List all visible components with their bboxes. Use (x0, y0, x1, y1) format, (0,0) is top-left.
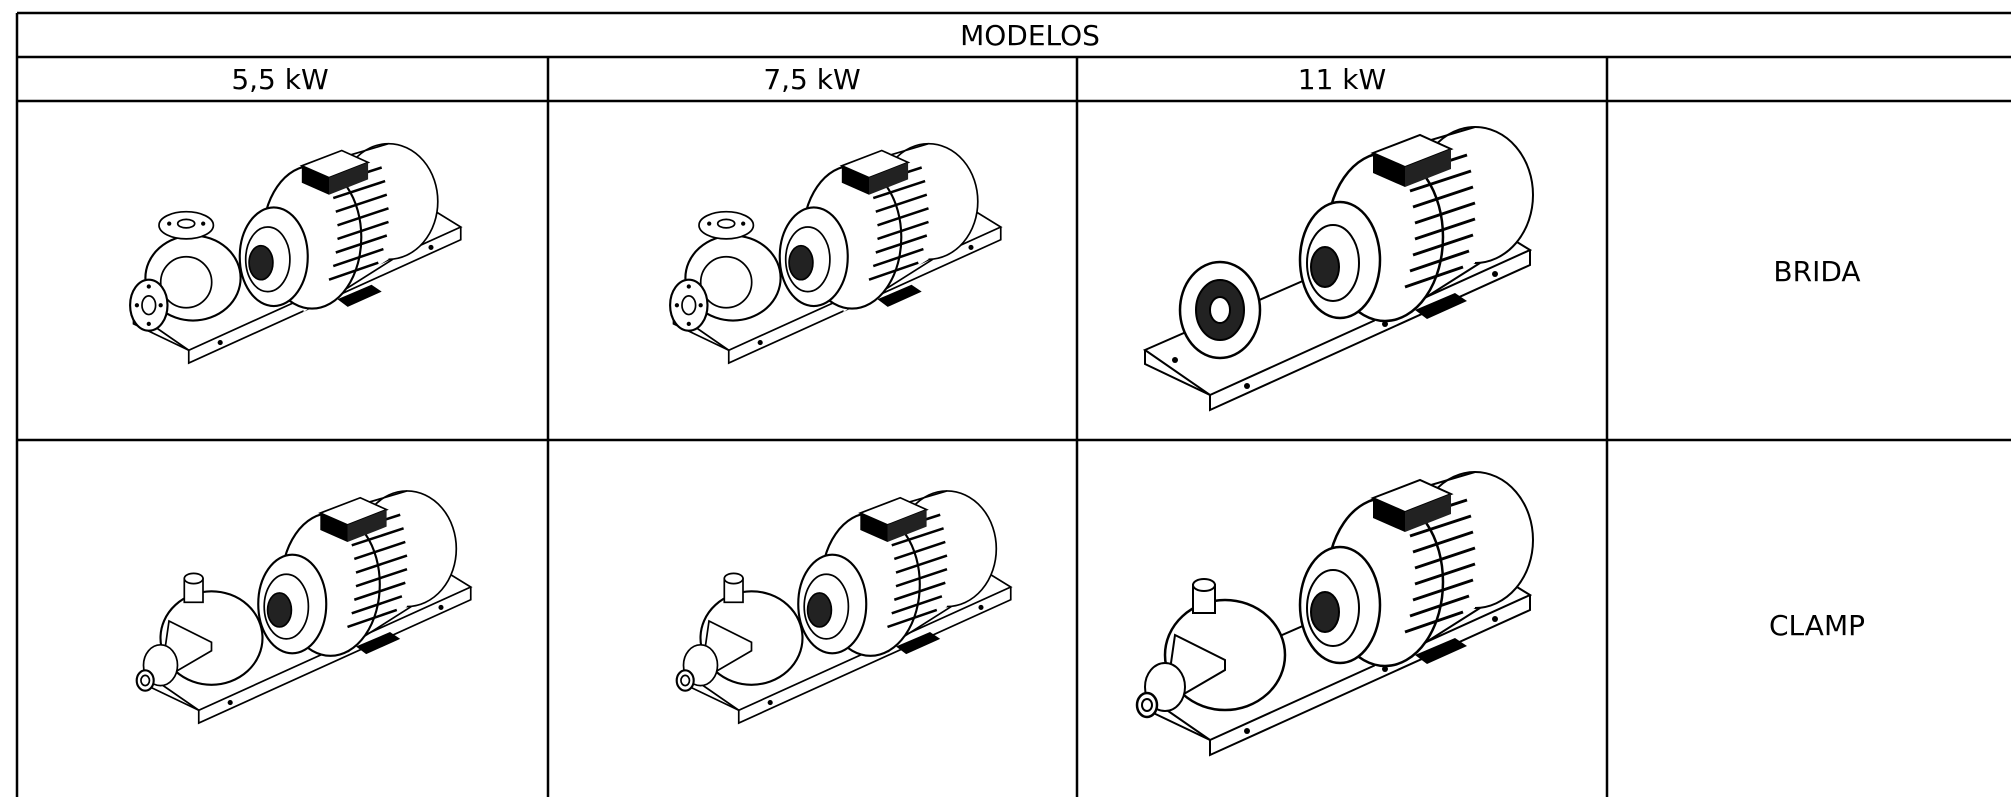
pump-brida-5-5kw (129, 142, 462, 364)
column-header-7-5kw: 7,5 kW (763, 63, 860, 96)
column-header-5-5kw: 5,5 kW (231, 63, 328, 96)
pump-brida-7-5kw (669, 142, 1002, 364)
row-label-brida: BRIDA (1773, 255, 1860, 288)
table-grid (15, 11, 2011, 797)
row-label-clamp: CLAMP (1769, 609, 1865, 642)
pump-brida-11kw (1144, 125, 1535, 411)
pump-clamp-11kw (1135, 470, 1535, 756)
pump-clamp-7-5kw (675, 489, 1012, 724)
table-header: MODELOS (960, 19, 1100, 52)
pump-clamp-5-5kw (135, 489, 472, 724)
column-header-11kw: 11 kW (1298, 63, 1386, 96)
